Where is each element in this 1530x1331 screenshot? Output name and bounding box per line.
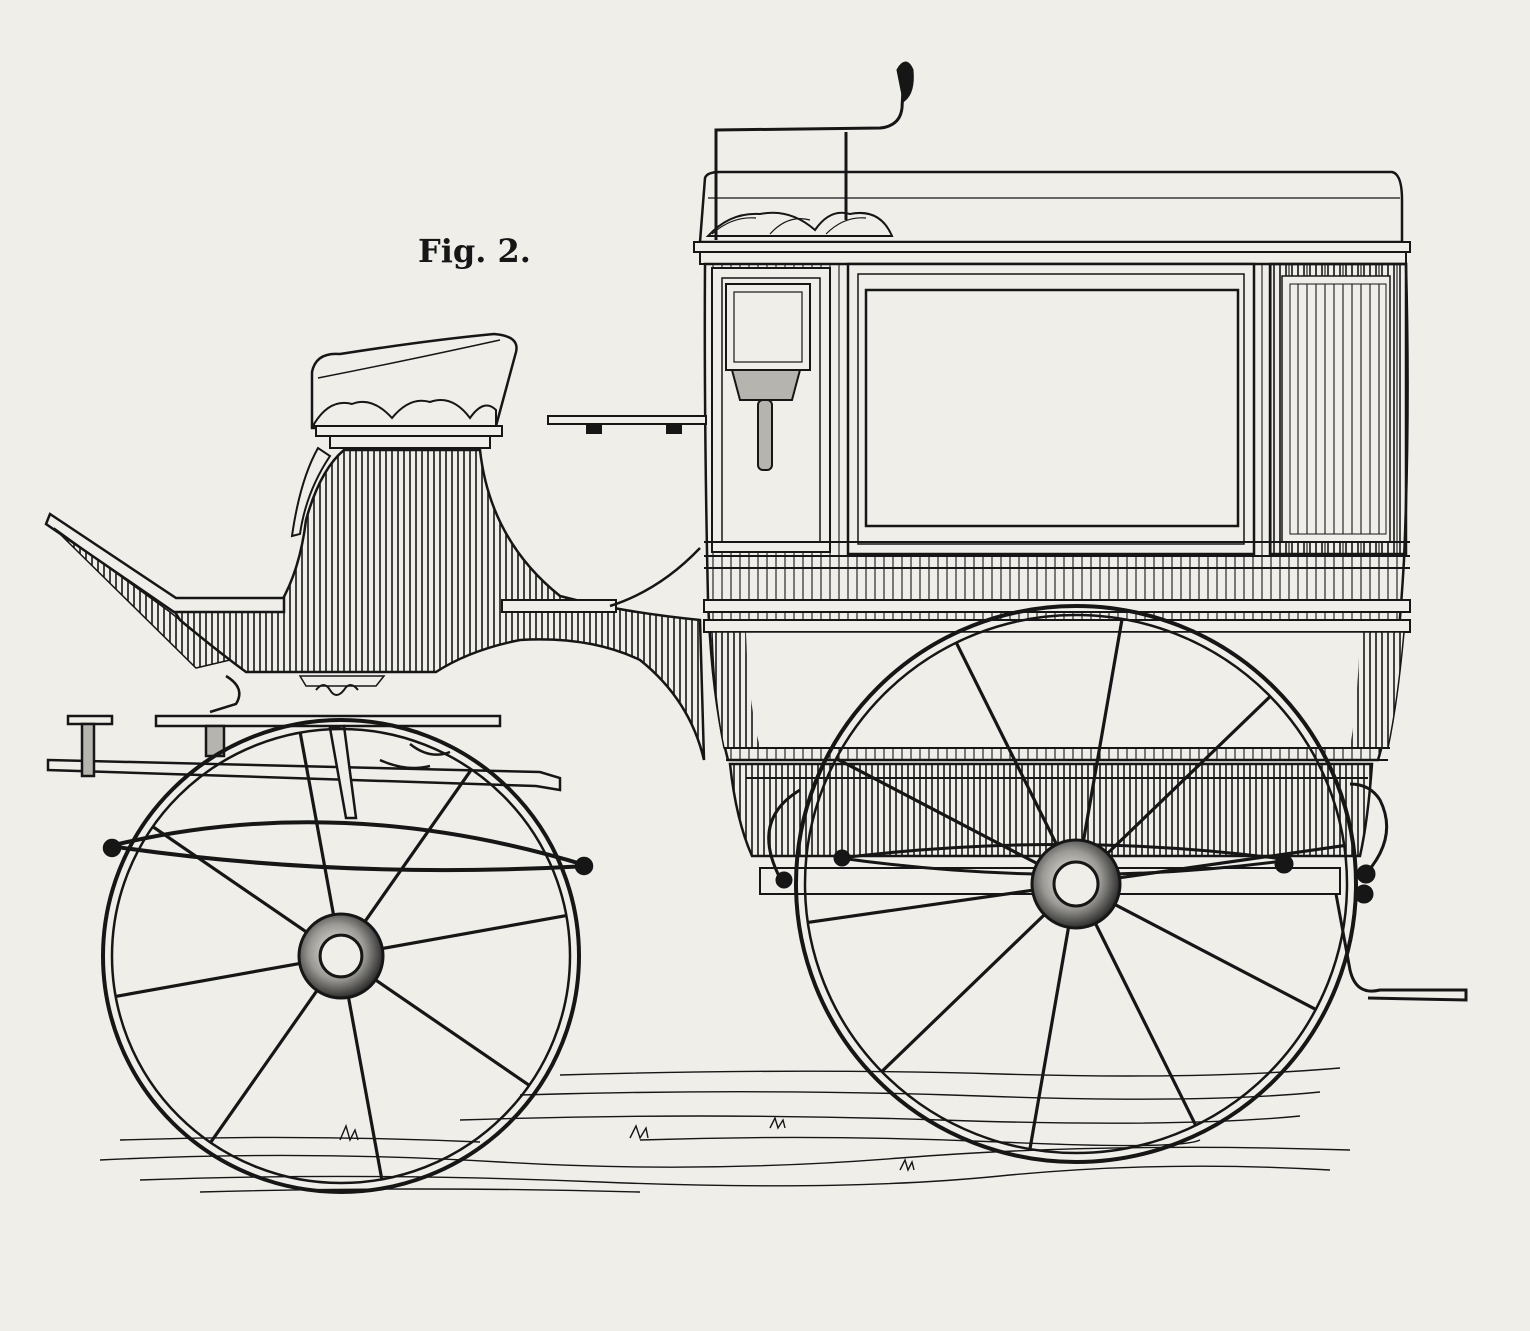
wheel-spoke	[346, 993, 384, 1180]
driver-seat	[44, 332, 707, 761]
roof-rail	[714, 61, 914, 240]
wheel-hub-cap	[318, 933, 364, 979]
wheel-spoke	[378, 913, 567, 951]
wheel-spoke	[1081, 618, 1124, 845]
wheel-spoke	[880, 910, 1049, 1073]
wheel-hub-cap	[1052, 860, 1100, 908]
wheel-spoke	[1092, 919, 1198, 1127]
coach-body	[693, 170, 1411, 895]
wheel-spoke	[151, 825, 311, 936]
figure-label: Fig. 2.	[418, 232, 531, 270]
rear-wheel	[794, 604, 1358, 1164]
wheel-spoke	[807, 888, 1037, 925]
wheel-tyre	[794, 604, 1358, 1164]
wheel-felloe	[110, 727, 572, 1185]
wheel-spoke	[1103, 695, 1272, 858]
front-wheel	[101, 718, 581, 1194]
ground-hatching	[99, 1067, 1351, 1193]
wheel-tyre	[101, 718, 581, 1194]
wheel-spoke	[298, 732, 336, 919]
wheel-spoke	[1028, 923, 1071, 1150]
wheel-spoke	[371, 976, 531, 1087]
wheel-spoke	[954, 641, 1060, 849]
wheel-spoke	[1115, 843, 1345, 880]
wheel-spoke	[209, 986, 321, 1144]
wheel-felloe	[803, 613, 1349, 1155]
wheel-spoke	[835, 757, 1042, 867]
wheel-spoke	[115, 961, 304, 999]
coach-lamp	[725, 283, 811, 471]
wheel-spoke	[361, 768, 473, 926]
wheel-spoke	[1110, 901, 1317, 1011]
